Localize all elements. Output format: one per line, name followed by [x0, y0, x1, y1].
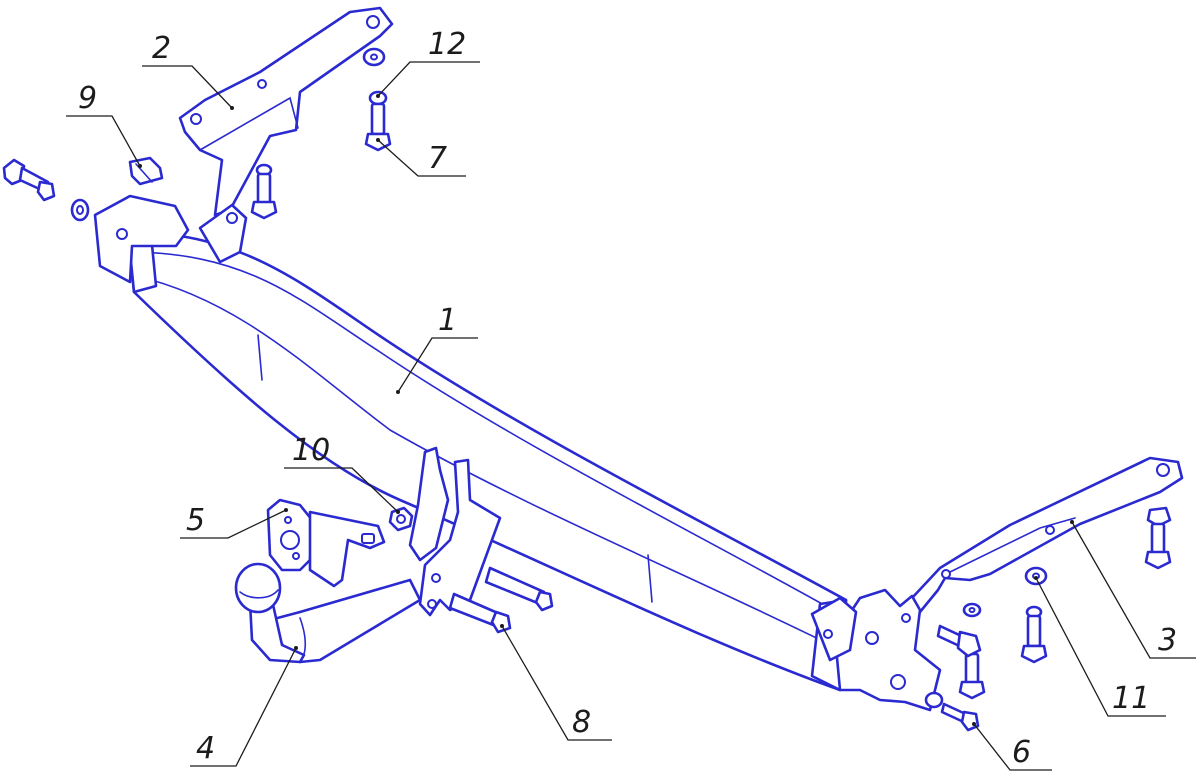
leader-lines	[66, 61, 1196, 771]
left-bracket-arm	[178, 6, 394, 217]
callout-4: 4	[196, 731, 215, 766]
left-outer-bolt	[2, 158, 90, 222]
callout-9: 9	[78, 81, 97, 116]
washer-12	[362, 47, 386, 67]
bolt-6	[924, 691, 980, 732]
nut-10	[388, 506, 414, 532]
callout-7: 7	[428, 141, 447, 176]
ball-hitch	[234, 562, 422, 664]
callout-5: 5	[186, 503, 205, 538]
callout-10: 10	[292, 433, 330, 468]
right-side-plate	[810, 588, 942, 712]
left-side-plate	[93, 194, 248, 284]
bolts-8	[448, 566, 554, 634]
callout-2: 2	[152, 31, 171, 66]
callout-3: 3	[1158, 623, 1177, 658]
right-vertical-bolt-far	[1144, 506, 1172, 570]
right-vertical-bolt-near	[958, 652, 986, 700]
bolt-9	[128, 156, 164, 186]
center-mount-bracket	[408, 446, 502, 617]
right-small-washer	[962, 602, 982, 618]
left-vertical-bolt	[250, 163, 278, 220]
bolt-7	[364, 90, 392, 152]
right-bracket-arm	[910, 456, 1184, 614]
callout-6: 6	[1012, 735, 1031, 770]
right-vertical-bolt-mid	[1020, 605, 1048, 664]
socket-plate	[266, 498, 386, 588]
callout-12: 12	[428, 27, 466, 62]
callout-8: 8	[572, 705, 591, 740]
bolt-9-right	[936, 624, 982, 658]
callout-11: 11	[1112, 681, 1150, 716]
callout-1: 1	[438, 303, 457, 338]
